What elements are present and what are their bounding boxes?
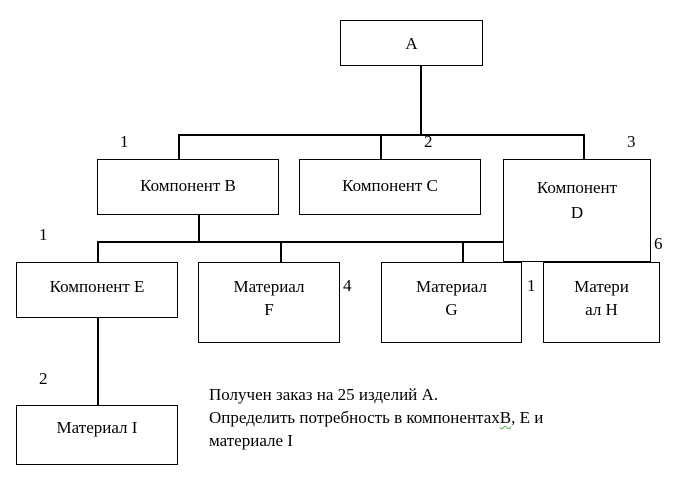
node-d-label-line2: D (570, 203, 584, 222)
node-a-label: A (405, 33, 418, 53)
node-material-h: Матери ал H (543, 262, 660, 343)
node-c-label: Компонент C (342, 176, 438, 195)
node-h-label-line2: ал H (585, 300, 618, 319)
node-a: A (340, 20, 483, 66)
connector-level2-bus (97, 241, 626, 243)
task-note: Получен заказ на 25 изделий А. Определит… (209, 383, 543, 452)
node-component-b: Компонент B (97, 159, 279, 215)
quantity-b-f: 4 (343, 276, 352, 295)
node-d-label-line1: Компонент (536, 178, 618, 197)
quantity-b-g: 1 (527, 276, 536, 295)
connector-to-e (97, 241, 99, 262)
connector-to-b (178, 134, 180, 159)
quantity-a-d: 3 (627, 132, 636, 151)
node-i-label: Материал I (56, 418, 138, 437)
spellcheck-flagged-word: B (499, 408, 512, 427)
node-b-label: Компонент B (140, 176, 236, 195)
node-g-label-line1: Материал (416, 277, 487, 296)
task-note-line1: Получен заказ на 25 изделий А. (209, 385, 439, 404)
task-note-line3: материале I (209, 431, 293, 450)
connector-e-to-i (97, 318, 99, 405)
connector-to-c (380, 134, 382, 159)
connector-b-stem (198, 215, 200, 242)
connector-to-d (583, 134, 585, 159)
task-note-line2: Определить потребность в компонентахB, E… (209, 406, 543, 429)
node-component-d: Компонент D (503, 159, 651, 262)
node-component-c: Компонент C (299, 159, 481, 215)
node-g-label-line2: G (445, 300, 458, 319)
quantity-b-h: 6 (654, 234, 663, 253)
quantity-a-c: 2 (424, 132, 433, 151)
quantity-b-e: 1 (39, 225, 48, 244)
node-component-e: Компонент E (16, 262, 178, 318)
node-h-label-line1: Матери (574, 277, 629, 296)
node-material-g: Материал G (381, 262, 522, 343)
node-material-f: Материал F (198, 262, 340, 343)
connector-to-f (280, 241, 282, 262)
node-f-label-line1: Материал (233, 277, 305, 296)
task-note-line2-suffix: , E и (511, 408, 544, 427)
task-note-line2-prefix: Определить потребность в компонентах (209, 408, 500, 427)
node-f-label-line2: F (264, 300, 274, 319)
node-e-label: Компонент E (49, 277, 145, 296)
quantity-a-b: 1 (120, 132, 129, 151)
connector-to-g (462, 241, 464, 262)
connector-a-stem (420, 66, 422, 135)
quantity-e-i: 2 (39, 369, 48, 388)
node-material-i: Материал I (16, 405, 178, 465)
